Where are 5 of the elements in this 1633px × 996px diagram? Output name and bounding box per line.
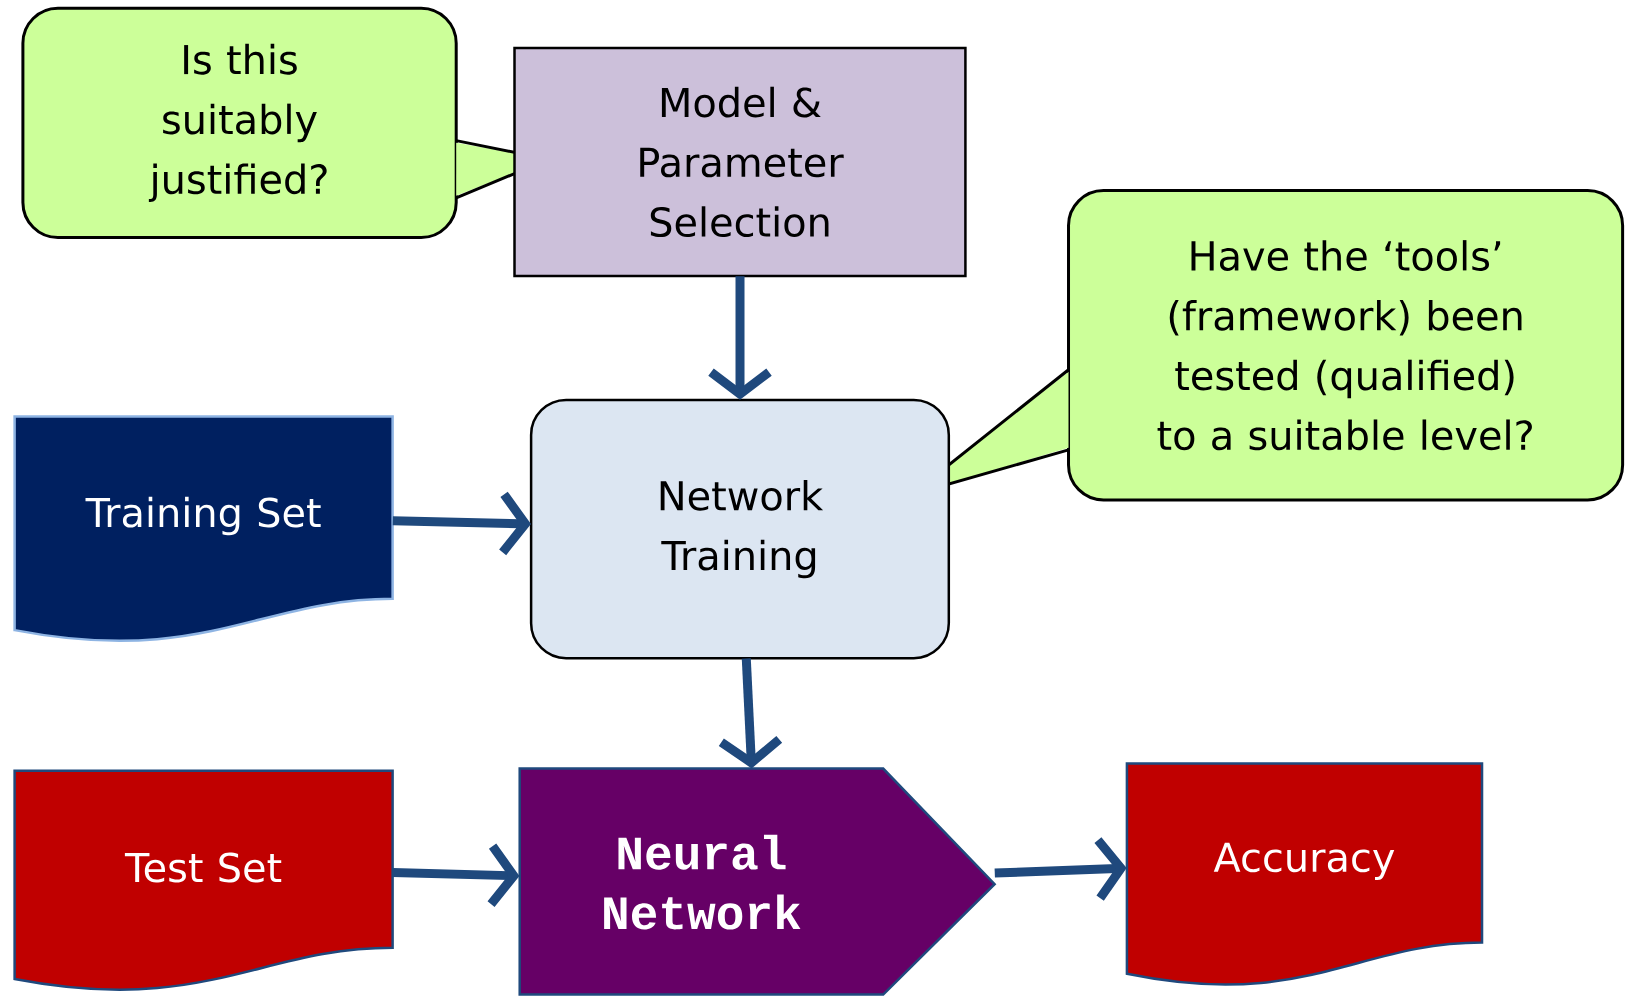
process-box: Model & Parameter Selection — [513, 46, 967, 278]
arrow — [994, 837, 1127, 901]
arrow — [392, 491, 531, 556]
arrow — [392, 843, 520, 907]
process-box: Network Training — [529, 398, 951, 660]
